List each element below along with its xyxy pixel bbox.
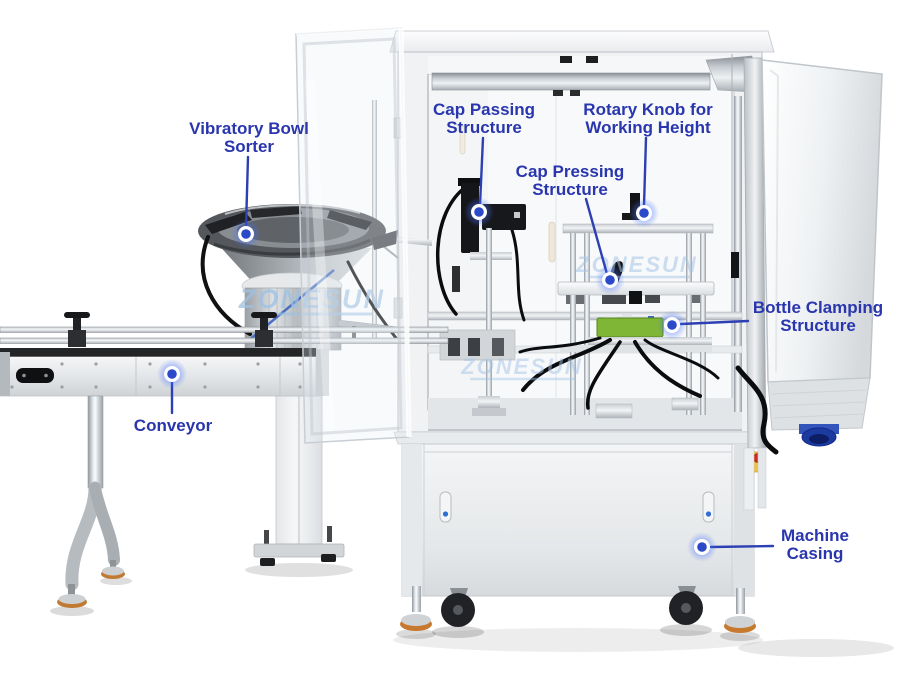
power-cable xyxy=(735,365,779,455)
callout-bottle-clamping-structure: Bottle Clamping Structure xyxy=(753,299,883,335)
callout-conveyor: Conveyor xyxy=(134,417,212,435)
caster-wheel xyxy=(441,588,475,627)
callout-label: Cap Passing xyxy=(432,100,536,119)
watermark-text: ZONESUN xyxy=(238,284,385,314)
cabinet-door-handle xyxy=(439,491,452,523)
callout-label: Structure xyxy=(532,180,608,199)
callout-rotary-knob-working-height: Rotary Knob for Working Height xyxy=(583,101,712,137)
callout-label: Conveyor xyxy=(133,416,213,435)
callout-dots xyxy=(157,197,717,562)
callout-label: Sorter xyxy=(223,137,275,156)
leveling-foot xyxy=(724,588,756,633)
callout-label: Bottle Clamping xyxy=(752,298,884,317)
bottle-clamp-unit xyxy=(596,317,664,338)
callout-cap-passing-structure: Cap Passing Structure xyxy=(433,101,535,137)
watermark-text: ZONESUN xyxy=(575,252,698,277)
conveyor-leg xyxy=(57,395,125,608)
callout-label: Vibratory Bowl xyxy=(189,119,309,138)
left-acrylic-door xyxy=(295,26,412,444)
watermark-text: ZONESUN xyxy=(460,354,583,379)
callout-cap-pressing-structure: Cap Pressing Structure xyxy=(516,163,625,199)
motor xyxy=(799,424,839,447)
machine-interior: ZONESUN ZONESUN xyxy=(427,96,743,432)
rail-clamp xyxy=(251,312,277,347)
callout-label: Working Height xyxy=(585,118,711,137)
leveling-foot xyxy=(400,586,432,631)
callout-overlay xyxy=(157,136,775,562)
conveyor-motor-plate xyxy=(16,368,54,383)
callout-label: Structure xyxy=(780,316,856,335)
cabinet-door-handle xyxy=(702,491,715,523)
machine-casing xyxy=(393,431,765,633)
callout-machine-casing: Machine Casing xyxy=(781,527,849,563)
callout-label: Structure xyxy=(446,118,522,137)
callout-label: Cap Pressing xyxy=(515,162,625,181)
bowl-pedestal xyxy=(253,395,345,566)
rail-clamp xyxy=(64,312,90,347)
caster-wheel xyxy=(669,586,703,625)
callout-vibratory-bowl-sorter: Vibratory Bowl Sorter xyxy=(189,120,309,156)
ground-shadows xyxy=(50,563,894,657)
callout-label: Casing xyxy=(786,544,844,563)
callout-label: Rotary Knob for xyxy=(583,100,713,119)
right-door xyxy=(735,57,883,511)
cap-passing-assembly xyxy=(435,178,526,416)
callout-label: Machine xyxy=(780,526,850,545)
